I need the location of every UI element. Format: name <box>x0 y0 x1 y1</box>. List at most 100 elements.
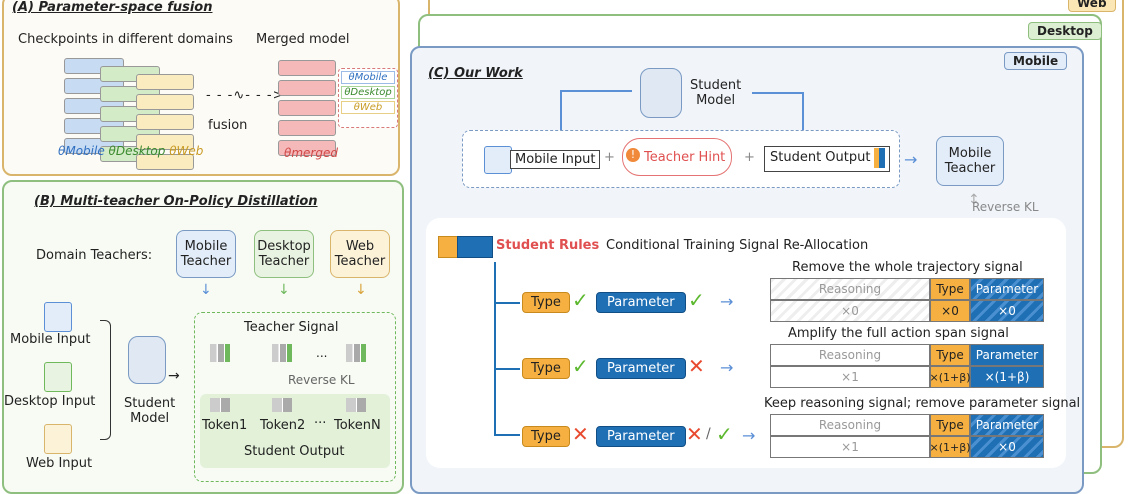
rule-3-type-cell: Type <box>930 414 970 436</box>
theta-desktop-label: θDesktop <box>108 144 166 158</box>
output-to-teacher-arrow: → <box>904 150 918 169</box>
web-teacher-box: Web Teacher <box>330 230 390 278</box>
panel-b-title: (B) Multi-teacher On-Policy Distillation <box>34 194 318 209</box>
student-model-label-c: Student Model <box>690 78 742 108</box>
fusion-arrow: - - -∿- - -> <box>206 88 285 103</box>
token-n: TokenN <box>334 418 381 433</box>
rules-tree-trunk <box>494 262 496 436</box>
output-param-chip <box>879 148 885 168</box>
token-bars-2 <box>272 398 292 412</box>
fusion-label: fusion <box>208 118 248 133</box>
rule-2-param-weight: ×(1+β) <box>970 366 1044 388</box>
reverse-kl-label-b: Reverse KL <box>288 373 355 387</box>
token-2: Token2 <box>260 418 306 433</box>
reverse-kl-label-c: Reverse KL <box>972 200 1039 214</box>
rule-1-type-cell: Type <box>930 278 970 300</box>
rule-2-type-check-icon: ✓ <box>572 354 589 378</box>
mobile-input-icon <box>44 302 72 332</box>
rule-1-type-weight: ×0 <box>930 300 970 322</box>
signal-bars-n <box>346 344 366 362</box>
rule-2-reasoning-weight: ×1 <box>770 366 930 388</box>
token-ellipsis: ··· <box>314 416 327 431</box>
student-to-signal-arrow: → <box>168 368 180 384</box>
merged-model-label: Merged model <box>256 32 350 47</box>
merged-theta-mobile: θMobile <box>341 71 395 84</box>
input-to-student-arrow <box>560 90 632 140</box>
mobile-input-label-c: Mobile Input <box>510 150 601 169</box>
web-tag: Web <box>1068 0 1116 12</box>
merged-theta-web: θWeb <box>341 101 395 114</box>
rule-1-reasoning-weight: ×0 <box>770 300 930 322</box>
rule-3-param-cross-icon: ✕ <box>686 422 703 446</box>
signal-bars-1 <box>210 344 230 362</box>
alert-icon: ! <box>626 148 640 162</box>
web-checkpoint-stack <box>136 74 194 170</box>
reverse-kl-arrow: ↕ <box>968 192 980 208</box>
rule-3-param-check-icon: ✓ <box>716 422 733 446</box>
web-teacher-arrow: ↓ <box>355 282 367 298</box>
rule-2-type-tag: Type <box>522 358 570 379</box>
student-to-output-arrow <box>752 92 804 140</box>
mobile-tag: Mobile <box>1004 52 1068 70</box>
desktop-teacher-arrow: ↓ <box>278 282 290 298</box>
rules-param-chip <box>457 236 493 258</box>
student-output-label-c: Student Output <box>770 150 871 165</box>
rule-3-param-cell: Parameter <box>970 414 1044 436</box>
rule-3-type-tag: Type <box>522 426 570 447</box>
mobile-input-label: Mobile Input <box>10 332 91 347</box>
rule-3-slash: / <box>706 426 711 442</box>
rule-1-param-weight: ×0 <box>970 300 1044 322</box>
rule-3-arrow: → <box>742 426 756 445</box>
token-1: Token1 <box>202 418 248 433</box>
signal-reallocation-title: Conditional Training Signal Re-Allocatio… <box>606 238 869 253</box>
signal-bars-2 <box>272 344 292 362</box>
theta-merged-label: θmerged <box>284 146 338 160</box>
theta-labels: θMobile θDesktop θWeb <box>58 144 203 158</box>
student-output-box-c <box>764 146 890 172</box>
theta-web-label: θWeb <box>169 144 204 158</box>
student-robot-icon <box>128 336 166 384</box>
student-robot-icon-c <box>640 68 682 118</box>
rule-3-type-weight: ×(1+β) <box>929 436 971 458</box>
rule-3-type-cross-icon: ✕ <box>572 422 589 446</box>
rule-3-heading: Keep reasoning signal; remove parameter … <box>764 396 1081 411</box>
merged-theta-desktop: θDesktop <box>341 86 395 99</box>
rule-2-arrow: → <box>720 358 734 377</box>
student-rules-label: Student Rules <box>496 238 600 253</box>
web-input-icon <box>44 424 72 454</box>
rule-1-reasoning-cell: Reasoning <box>770 278 930 300</box>
panel-a-title: (A) Parameter-space fusion <box>12 0 213 15</box>
domain-teachers-label: Domain Teachers: <box>36 248 153 263</box>
teacher-hint-label: Teacher Hint <box>644 150 726 165</box>
merged-parameter-box: θMobile θDesktop θWeb <box>338 68 398 128</box>
student-model-label: Student Model <box>124 396 176 426</box>
mobile-teacher-box: Mobile Teacher <box>176 230 236 278</box>
rule-1-param-check-icon: ✓ <box>688 288 705 312</box>
rule-1-type-check-icon: ✓ <box>572 288 589 312</box>
token-bars-n <box>346 398 366 412</box>
theta-mobile-label: θMobile <box>58 144 105 158</box>
rule-1-type-tag: Type <box>522 292 570 313</box>
desktop-input-label: Desktop Input <box>4 394 96 409</box>
web-input-label: Web Input <box>26 456 93 471</box>
rule-3-branch <box>494 434 520 436</box>
merged-model-stack <box>278 60 336 156</box>
rule-1-param-tag: Parameter <box>596 292 686 313</box>
rule-3-reasoning-weight: ×1 <box>770 436 930 458</box>
rules-type-chip <box>438 236 458 258</box>
rule-2-type-weight: ×(1+β) <box>929 366 971 388</box>
rule-2-branch <box>494 368 520 370</box>
mobile-input-icon-c <box>484 146 512 174</box>
input-bracket <box>100 320 111 440</box>
teacher-signal-label: Teacher Signal <box>244 320 339 335</box>
plus-1: + <box>604 150 615 165</box>
plus-2: + <box>744 150 755 165</box>
rule-1-heading: Remove the whole trajectory signal <box>792 260 1023 275</box>
rule-2-param-tag: Parameter <box>596 358 686 379</box>
rule-2-param-cell: Parameter <box>970 344 1044 366</box>
rule-2-type-cell: Type <box>930 344 970 366</box>
desktop-tag: Desktop <box>1028 22 1102 40</box>
mobile-teacher-box-c: Mobile Teacher <box>936 136 1004 186</box>
rule-2-reasoning-cell: Reasoning <box>770 344 930 366</box>
desktop-input-icon <box>44 362 72 392</box>
